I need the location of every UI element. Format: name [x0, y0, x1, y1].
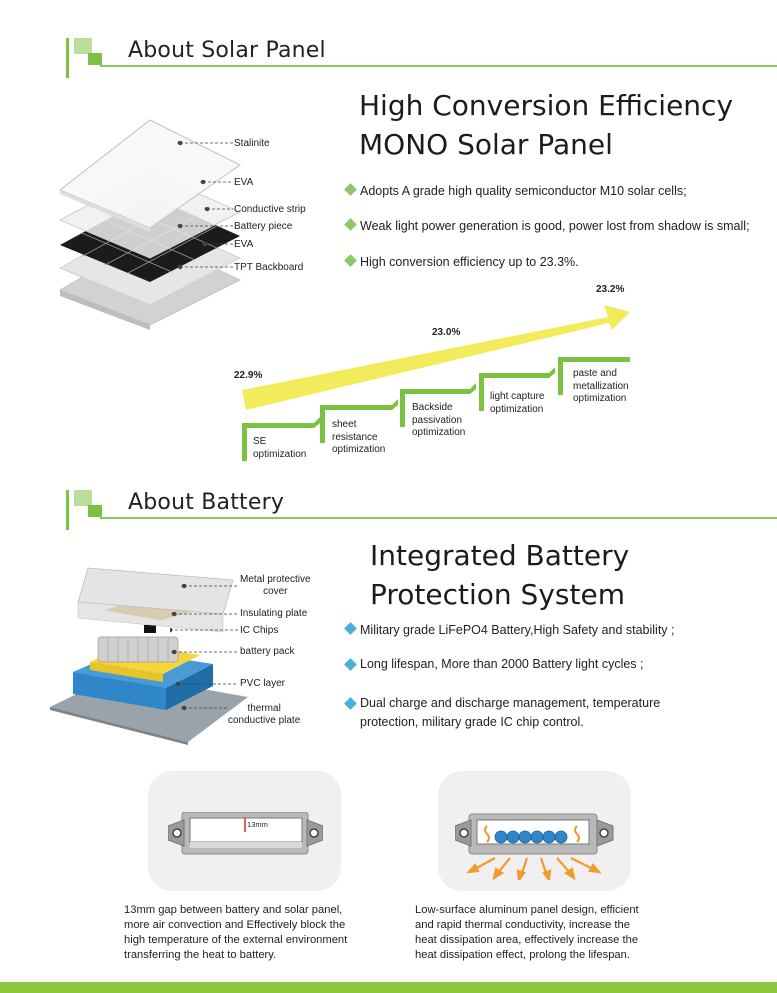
section-heading: About Battery [128, 490, 285, 515]
section-accent-square [74, 490, 92, 506]
caption-line: 13mm gap between battery and solar panel… [124, 904, 343, 916]
solar-panel-layers-illustration [58, 119, 242, 330]
part-label-ic-chips: IC Chips [240, 625, 279, 636]
part-label-insulating-plate: Insulating plate [240, 608, 308, 619]
step-line: Backside [412, 402, 453, 413]
caption-line: Low-surface aluminum panel design, effic… [415, 904, 639, 916]
efficiency-arrow [242, 305, 630, 410]
battery-title-line1: Integrated Battery [370, 539, 630, 572]
step-line: passivation [412, 414, 463, 426]
battery-bullet-3: Dual charge and discharge management, te… [360, 696, 661, 710]
part-line: Metal protective [240, 574, 311, 585]
solar-bullet-3: High conversion efficiency up to 23.3%. [360, 255, 579, 269]
caption-line: heat dissipation effect, prolong the lif… [415, 949, 630, 961]
step-label-sheet-resistance: sheet resistance optimization [332, 419, 385, 457]
step-label-se: SE optimization [253, 436, 306, 461]
layer-label-stalinite: Stalinite [234, 138, 270, 149]
layer-label-battery-piece: Battery piece [234, 221, 293, 232]
battery-bullet-1: Military grade LiFePO4 Battery,High Safe… [360, 623, 675, 637]
battery-leader-lines [170, 583, 238, 711]
battery-title-line2: Protection System [370, 578, 625, 611]
step-line: resistance [332, 431, 378, 443]
step-line: optimization [332, 444, 386, 455]
step-label-paste-metallization: paste and metallization optimization [573, 368, 629, 406]
step-line: sheet [332, 419, 357, 430]
caption-line: more air convection and Effectively bloc… [124, 919, 346, 931]
page-title-line1: High Conversion Efficiency [359, 89, 734, 122]
layer-label-tpt-backboard: TPT Backboard [234, 262, 304, 273]
step-line: optimization [573, 393, 627, 404]
battery-exploded-illustration [50, 567, 248, 745]
efficiency-label-start: 22.9% [234, 370, 263, 381]
layer-label-eva-bottom: EVA [234, 239, 254, 250]
part-line: thermal [247, 703, 281, 714]
bullet-diamond-icon [344, 658, 357, 671]
part-label-pvc-layer: PVC layer [240, 678, 286, 689]
efficiency-progress-diagram [242, 305, 630, 461]
efficiency-label-mid: 23.0% [432, 327, 461, 338]
layer-label-conductive-strip: Conductive strip [234, 204, 306, 215]
part-line: cover [263, 586, 288, 597]
bullet-diamond-icon [344, 218, 357, 231]
step-line: optimization [253, 448, 307, 460]
step-label-backside-passivation: Backside passivation optimization [412, 402, 465, 440]
section-rule [100, 65, 777, 67]
step-line: metallization [573, 380, 629, 392]
section-rule [100, 517, 777, 519]
caption-line: transferring the heat to battery. [124, 949, 277, 961]
bullet-diamond-icon [344, 622, 357, 635]
step-line: light capture [490, 391, 545, 402]
section-accent-square [74, 38, 92, 54]
bullet-diamond-icon [344, 254, 357, 267]
part-label-metal-cover: Metal protective cover [240, 574, 311, 598]
caption-line: and rapid thermal conductivity, increase… [415, 919, 630, 931]
gap-cross-section-illustration [168, 812, 323, 855]
page-title-line2: MONO Solar Panel [359, 128, 613, 161]
solar-bullet-2: Weak light power generation is good, pow… [360, 219, 750, 233]
caption-line: heat dissipation area, effectively incre… [415, 934, 639, 946]
part-label-battery-pack: battery pack [240, 646, 295, 657]
battery-bullet-3-cont: protection, military grade IC chip contr… [360, 715, 584, 729]
solar-bullet-1: Adopts A grade high quality semiconducto… [360, 184, 687, 198]
section-heading: About Solar Panel [128, 38, 326, 63]
heat-arrows [466, 857, 602, 880]
section-accent-square-small [88, 53, 102, 65]
step-line: paste and [573, 368, 617, 379]
step-line: SE [253, 436, 267, 447]
layer-label-eva-top: EVA [234, 177, 254, 188]
bullet-diamond-icon [344, 183, 357, 196]
footer-accent-bar [0, 982, 777, 993]
gap-dimension-label: 13mm [247, 820, 268, 829]
caption-line: high temperature of the external environ… [124, 934, 348, 946]
part-label-thermal-plate: thermal conductive plate [228, 703, 300, 727]
step-brackets [242, 357, 630, 461]
efficiency-label-end: 23.2% [596, 284, 625, 295]
part-line: conductive plate [228, 715, 301, 726]
section-accent-square-small [88, 505, 102, 517]
bullet-diamond-icon [344, 697, 357, 710]
heat-caption: Low-surface aluminum panel design, effic… [415, 903, 639, 963]
step-line: optimization [490, 403, 544, 415]
heat-dissipation-illustration [455, 813, 614, 880]
section-accent-bar [66, 38, 69, 78]
section-accent-bar [66, 490, 69, 530]
gap-caption: 13mm gap between battery and solar panel… [124, 903, 347, 963]
battery-bullet-2: Long lifespan, More than 2000 Battery li… [360, 657, 644, 671]
step-line: optimization [412, 427, 466, 438]
step-label-light-capture: light capture optimization [490, 391, 544, 416]
layer-leader-lines [177, 140, 233, 270]
